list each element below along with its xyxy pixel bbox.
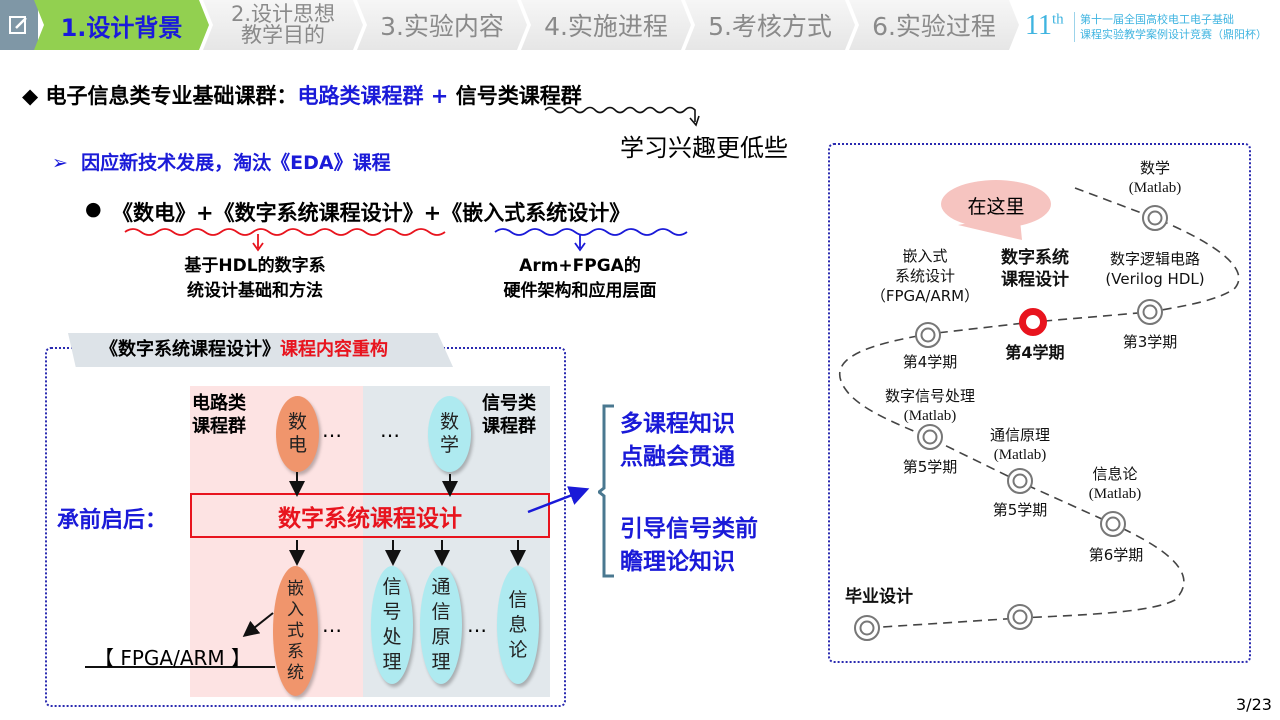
note-hdl: 基于HDL的数字系 统设计基础和方法 <box>184 256 326 301</box>
node-graduation: 毕业设计 <box>845 587 913 607</box>
blue-wavy-underline <box>494 228 688 236</box>
bullet-eda: ➢ 因应新技术发展，淘汰《EDA》课程 <box>52 152 391 174</box>
red-arrow <box>252 234 264 252</box>
tab-design-background[interactable]: 1.设计背景 <box>34 0 209 50</box>
circuit-label: 电路类 课程群 <box>192 393 246 437</box>
title-restructure: 课程内容重构 <box>280 339 388 360</box>
signal-wavy-arrow <box>544 106 700 127</box>
bullet-courses: 《数电》+《数字系统课程设计》+《嵌入式系统设计》 <box>112 201 631 225</box>
bridge-label: 承前启后： <box>57 508 168 533</box>
flow-arrows <box>289 472 590 566</box>
outcome-integration: 多课程知识 点融会贯通 <box>620 411 735 470</box>
node-name: 嵌入式 系统设计 <box>894 247 955 285</box>
course-signal-processing: 信 号 处 理 <box>371 566 413 684</box>
tab-implementation[interactable]: 4.实施进程 <box>521 0 691 50</box>
node-tool: (Matlab) <box>1128 180 1182 196</box>
tab-design-idea[interactable]: 2.设计思想 教学目的 <box>203 0 363 50</box>
ellipsis: … <box>380 418 400 442</box>
node-term: 第5学期 <box>902 458 958 476</box>
plus-sign: + <box>430 84 449 108</box>
course-embedded: 嵌 入 式 系 统 <box>273 566 318 696</box>
node-tool: (Matlab) <box>993 447 1047 463</box>
bubble-shape <box>941 180 1051 228</box>
node-tool: (Matlab) <box>1088 486 1142 502</box>
edit-icon <box>0 0 38 50</box>
course-math: 数 学 <box>428 396 471 472</box>
node-term: 第5学期 <box>992 501 1048 519</box>
logo-divider <box>1074 12 1075 42</box>
circuit-group: 电路类课程群 <box>297 84 424 108</box>
node-term: 第3学期 <box>1122 333 1178 351</box>
competition-line1: 第十一届全国高校电工电子基础 <box>1080 13 1234 26</box>
intro-heading: ◆ 电子信息类专业基础课群： <box>22 84 298 108</box>
red-wavy-underline <box>124 228 446 236</box>
course-information-theory: 信 息 论 <box>497 566 539 684</box>
roadmap-frame <box>828 143 1251 663</box>
course-digital-electronics: 数 电 <box>276 396 319 472</box>
competition-line2: 课程实验教学案例设计竞赛（鼎阳杯） <box>1080 28 1267 41</box>
competition-name: 第十一届全国高校电工电子基础 课程实验教学案例设计竞赛（鼎阳杯） <box>1080 12 1267 42</box>
fpga-arm-label: 【 FPGA/ARM 】 <box>94 646 252 670</box>
node-digital-logic: 数字逻辑电路 (Verilog HDL) <box>1090 249 1220 289</box>
top-nav: 1.设计背景 2.设计思想 教学目的 3.实验内容 4.实施进程 5.考核方式 … <box>0 0 1280 52</box>
node-dsp: 数字信号处理 (Matlab) <box>870 386 990 426</box>
note-arm-fpga: Arm+FPGA的 硬件架构和应用层面 <box>503 256 657 301</box>
blue-arrow <box>574 234 586 252</box>
signal-note: 学习兴趣更低些 <box>620 134 788 162</box>
node-info-theory: 信息论 (Matlab) <box>1075 464 1155 504</box>
bullet-dot: ● <box>85 198 102 220</box>
restructure-title: 《数字系统课程设计》课程内容重构 <box>68 333 453 367</box>
center-course: 数字系统课程设计 <box>190 493 550 538</box>
outcome-bracket <box>598 404 614 578</box>
node-current-course: 数字系统 课程设计 <box>1001 248 1069 290</box>
node-name: 通信原理 <box>989 426 1050 444</box>
ellipsis: … <box>322 613 342 637</box>
here-bubble: 在这里 <box>967 196 1025 218</box>
edition-number: 11 <box>1025 10 1052 41</box>
signal-label: 信号类 课程群 <box>482 393 536 437</box>
fpga-pointer <box>85 612 275 668</box>
ellipsis: … <box>322 418 342 442</box>
page-number: 3/23 <box>1236 695 1272 714</box>
node-term: 第6学期 <box>1088 546 1144 564</box>
course-communication: 通 信 原 理 <box>420 566 462 684</box>
node-name: 数字逻辑电路 <box>1109 250 1200 268</box>
node-name: 信息论 <box>1092 465 1138 483</box>
outcome-frontier: 引导信号类前 瞻理论知识 <box>620 516 758 575</box>
intro-heading-line: ◆ 电子信息类专业基础课群：电路类课程群 + 信号类课程群 <box>22 80 582 110</box>
node-tool: （FPGA/ARM） <box>870 287 980 305</box>
current-node-marker <box>1019 308 1047 336</box>
tab-experiment-process[interactable]: 6.实验过程 <box>849 0 1019 50</box>
edition-sup: th <box>1051 11 1064 28</box>
edition-logo: 11th <box>1025 10 1064 42</box>
node-term: 第4学期 <box>902 353 958 371</box>
node-math: 数学 (Matlab) <box>1115 158 1195 198</box>
node-embedded: 嵌入式 系统设计 （FPGA/ARM） <box>860 246 990 306</box>
signal-group: 信号类课程群 <box>455 84 582 108</box>
node-tool: (Matlab) <box>903 408 957 424</box>
node-communication: 通信原理 (Matlab) <box>975 425 1065 465</box>
course-underlines <box>124 228 688 252</box>
node-name: 数学 <box>1139 159 1170 177</box>
node-name: 数字信号处理 <box>884 387 975 405</box>
node-tool: (Verilog HDL) <box>1105 270 1205 288</box>
ellipsis: … <box>467 613 487 637</box>
tab-experiment-content[interactable]: 3.实验内容 <box>357 0 527 50</box>
node-current-term: 第4学期 <box>1005 343 1065 362</box>
title-course: 《数字系统课程设计》 <box>100 339 280 360</box>
tab-assessment[interactable]: 5.考核方式 <box>685 0 855 50</box>
